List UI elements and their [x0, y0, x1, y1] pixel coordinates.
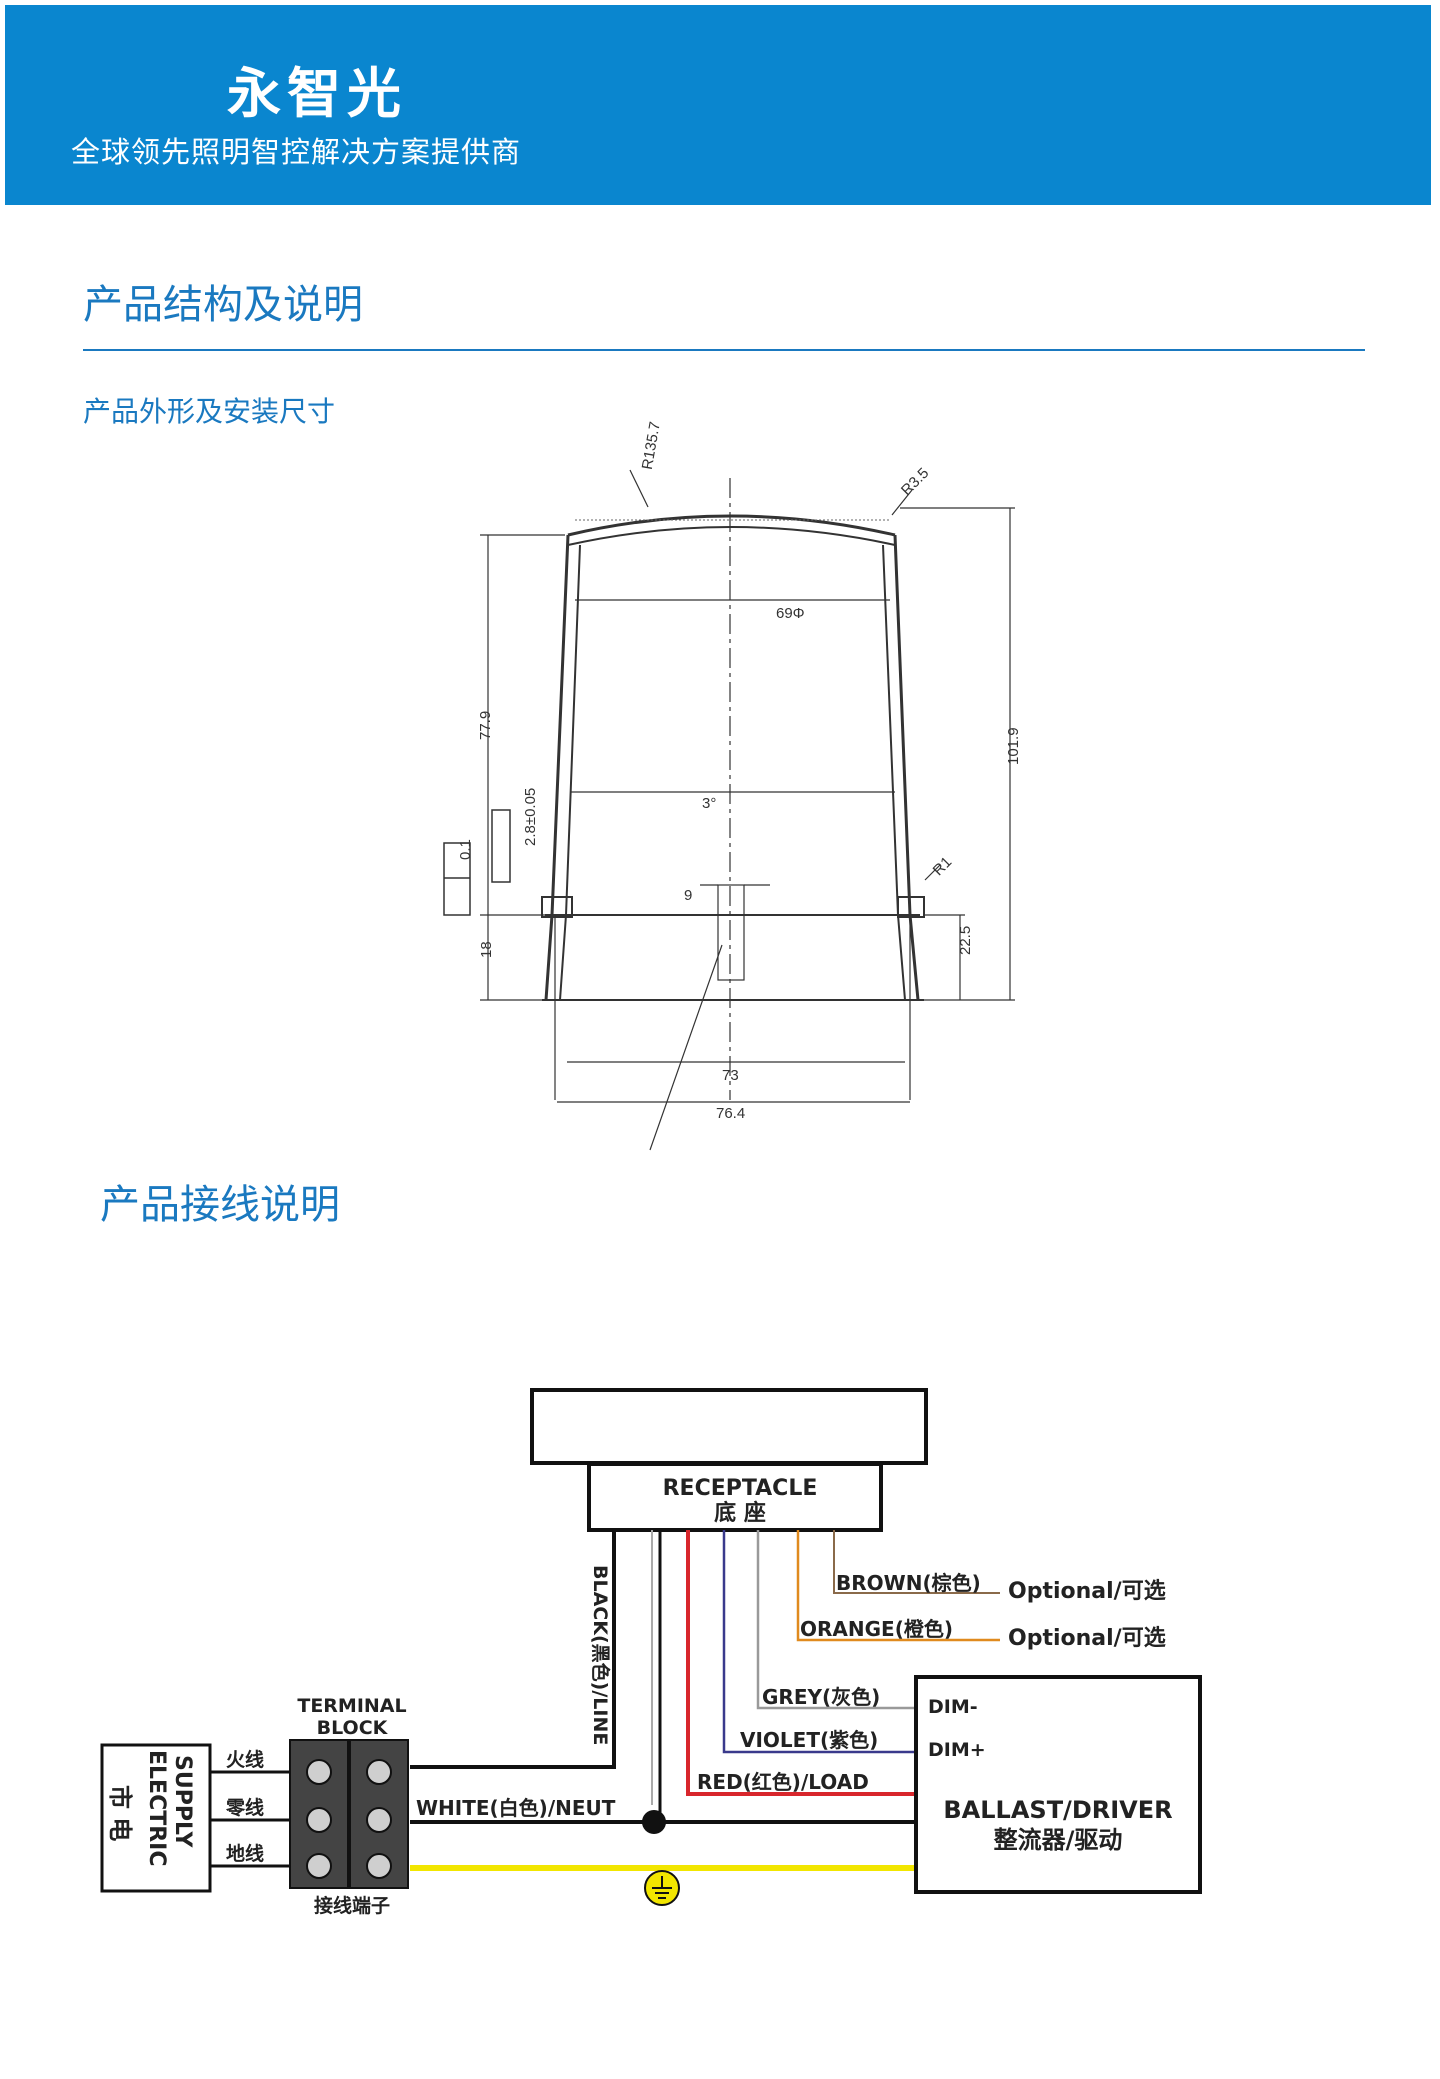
label-grey: GREY(灰色)	[762, 1685, 880, 1709]
terminal-screw	[366, 1807, 392, 1833]
label-d69: 69Φ	[776, 605, 805, 622]
label-brown: BROWN(棕色)	[836, 1571, 981, 1595]
label-supply-cn: 市 电	[106, 1785, 134, 1841]
electric-supply-box	[100, 1743, 212, 1893]
section-title-structure: 产品结构及说明	[83, 282, 363, 328]
label-h225: 22.5	[957, 926, 974, 955]
neutral-junction	[642, 1810, 666, 1834]
label-flat: 0.1	[457, 839, 474, 860]
label-dim-minus: DIM-	[928, 1696, 978, 1718]
label-h1019: 101.9	[1005, 727, 1022, 765]
label-supply-en2: SUPPLY	[170, 1755, 195, 1849]
terminal-screw	[366, 1759, 392, 1785]
terminal-screw	[306, 1807, 332, 1833]
brand-slogan: 全球领先照明智控解决方案提供商	[71, 135, 522, 169]
label-optional1: Optional/可选	[1008, 1579, 1166, 1604]
terminal-screw	[366, 1853, 392, 1879]
ground-icon	[644, 1870, 680, 1906]
label-r35: R3.5	[898, 465, 932, 499]
label-ground: 地线	[226, 1842, 264, 1865]
label-white: WHITE(白色)/NEUT	[416, 1796, 616, 1820]
label-d764: 76.4	[716, 1105, 745, 1122]
label-dim-plus: DIM+	[928, 1739, 986, 1761]
terminal-screw	[306, 1853, 332, 1879]
terminal-screw	[306, 1759, 332, 1785]
label-terminal-cn: 接线端子	[314, 1894, 390, 1917]
receptacle-label: RECEPTACLE	[663, 1476, 818, 1501]
label-terminal2: BLOCK	[317, 1717, 389, 1739]
label-orange: ORANGE(橙色)	[800, 1617, 953, 1641]
label-optional2: Optional/可选	[1008, 1626, 1166, 1651]
label-terminal: TERMINAL	[297, 1695, 406, 1717]
label-neutral: 零线	[225, 1796, 264, 1819]
label-violet: VIOLET(紫色)	[740, 1728, 878, 1752]
label-ballast-cn: 整流器/驱动	[994, 1826, 1123, 1854]
section-divider	[83, 349, 1365, 351]
label-live: 火线	[226, 1748, 264, 1771]
receptacle-cn: 底 座	[714, 1500, 766, 1526]
terminal-block-left	[289, 1739, 349, 1889]
label-d73: 73	[722, 1067, 739, 1084]
label-supply-en: ELECTRIC	[144, 1750, 169, 1867]
label-tol: 2.8±0.05	[522, 788, 539, 846]
label-r135: R135.7	[639, 420, 664, 471]
label-red: RED(红色)/LOAD	[697, 1770, 869, 1794]
label-r1: R1	[930, 854, 956, 880]
ballast-box	[914, 1675, 1202, 1894]
brand-name: 永智光	[227, 62, 407, 125]
receptacle-box	[587, 1462, 883, 1532]
terminal-block-right	[349, 1739, 409, 1889]
label-deg3: 3°	[702, 795, 716, 812]
label-ballast: BALLAST/DRIVER	[943, 1796, 1172, 1824]
label-w9: 9	[684, 887, 692, 904]
label-h18: 18	[478, 941, 495, 958]
photocell-box	[530, 1388, 928, 1465]
header-banner: 永智光 全球领先照明智控解决方案提供商	[5, 5, 1431, 205]
label-black: BLACK(黑色)/LINE	[589, 1565, 612, 1745]
label-h779: 77.9	[477, 711, 494, 740]
subtitle-dimensions: 产品外形及安装尺寸	[83, 395, 336, 428]
section-title-wiring: 产品接线说明	[100, 1182, 340, 1228]
dimension-drawing: R135.7 R3.5 69Φ 77.9 101.9 3° R1 9 22.5 …	[443, 420, 1022, 1151]
